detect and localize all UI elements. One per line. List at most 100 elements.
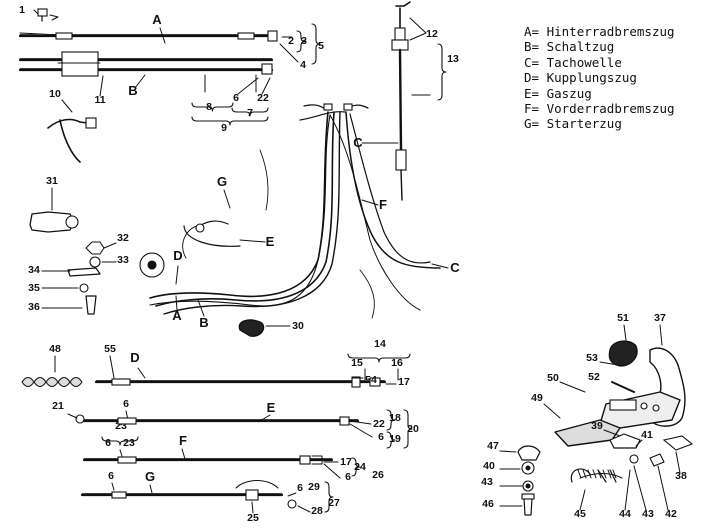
bracket-brace <box>324 481 334 513</box>
legend-key: G <box>524 116 532 132</box>
callout-number: 1 <box>19 4 25 16</box>
leader-line-g-bracket <box>235 480 279 489</box>
bracket-brace <box>437 43 447 101</box>
callout-number: 46 <box>482 498 494 510</box>
leader-line <box>259 414 271 422</box>
spring-coil <box>592 469 597 479</box>
callout-number: 14 <box>374 338 386 350</box>
bracket-brace <box>403 409 413 449</box>
cable-letter: B <box>128 83 137 98</box>
legend-item-c: C= Tachowelle <box>524 54 622 70</box>
leader-line <box>33 9 39 15</box>
leader-line <box>149 484 153 494</box>
spring-coil <box>587 469 592 479</box>
callout-number: 33 <box>117 254 129 266</box>
leader-line <box>409 32 427 41</box>
leader-line <box>499 450 517 453</box>
cable-a-strand <box>19 32 61 36</box>
callout-number: 44 <box>619 508 631 520</box>
cable-c-run <box>345 111 441 269</box>
cable-letter: E <box>267 400 276 415</box>
callout-number: 5 <box>318 40 324 52</box>
leader-line <box>119 449 123 457</box>
bracket-brace <box>311 23 321 65</box>
callout-number: 6 <box>297 482 303 494</box>
leader-line <box>579 489 586 511</box>
callout-number: 48 <box>49 343 61 355</box>
leader-line <box>99 75 104 97</box>
callout-number: 18 <box>389 412 401 424</box>
cable-letter: G <box>217 174 227 189</box>
plug-part-36 <box>85 295 97 315</box>
adjuster-part-25 <box>245 489 259 501</box>
starter-pivot <box>195 223 205 233</box>
leader-line <box>61 99 73 113</box>
callout-number: 30 <box>292 320 304 332</box>
boot-part-48 <box>21 376 83 388</box>
rubber-part-51 <box>608 340 638 367</box>
leader-line <box>323 463 341 479</box>
callout-number: 6 <box>108 470 114 482</box>
callout-number: 23 <box>115 420 127 432</box>
callout-number: 10 <box>49 88 61 100</box>
callout-number: 29 <box>308 481 320 493</box>
callout-number: 6 <box>345 471 351 483</box>
callout-number: 20 <box>407 423 419 435</box>
bracket-brace <box>296 30 306 53</box>
callout-number: 15 <box>351 357 363 369</box>
lever-part-34 <box>67 267 101 277</box>
cable-letter: D <box>130 350 139 365</box>
washer-part-33 <box>89 256 101 268</box>
cable-legend: A= Hinterradbremszug B= Schaltzug C= Tac… <box>524 24 675 132</box>
callout-number: 22 <box>257 92 269 104</box>
engine-outline <box>359 269 375 319</box>
speedo-drive-part-12 <box>395 1 411 31</box>
callout-number: 49 <box>531 392 543 404</box>
clevis-f <box>311 455 323 465</box>
callout-number: 45 <box>574 508 586 520</box>
cable-letter: F <box>379 197 387 212</box>
callout-number: 55 <box>104 343 116 355</box>
leader-line <box>239 239 266 243</box>
legend-text: Gaszug <box>546 85 592 101</box>
nut-part-16 <box>369 377 381 387</box>
cable-letter: G <box>145 469 155 484</box>
callout-number: 52 <box>588 371 600 383</box>
cable-bundle-3 <box>163 111 341 315</box>
cable-e-run <box>183 225 241 247</box>
leader-line <box>103 242 117 249</box>
cable-e-ferrule <box>117 417 137 425</box>
adjuster-f <box>299 455 311 465</box>
callout-number: 43 <box>642 508 654 520</box>
legend-key: A <box>524 24 532 39</box>
bracket-brace <box>386 431 396 449</box>
legend-item-f: F= Vorderradbremszug <box>524 101 675 117</box>
cable-a-ferrule-left <box>55 32 73 40</box>
cable-letter: A <box>172 308 182 323</box>
nut-part-28 <box>287 499 297 509</box>
gear-selector-hub <box>147 260 157 270</box>
speedo-nut <box>391 39 409 51</box>
callout-number: 6 <box>378 431 384 443</box>
callout-number: 27 <box>328 497 340 509</box>
handlebar-bend <box>299 111 346 121</box>
callout-number: 37 <box>654 312 666 324</box>
nut-part-32 <box>85 241 105 255</box>
bolt-head <box>65 215 79 229</box>
callout-number: 35 <box>28 282 40 294</box>
callout-number: 43 <box>481 476 493 488</box>
callout-number: 39 <box>591 420 603 432</box>
leader-line <box>175 295 178 311</box>
cable-f-run <box>349 113 431 264</box>
legend-item-d: D= Kupplungszug <box>524 70 637 86</box>
cable-letter: C <box>353 135 363 150</box>
frame-outline <box>149 114 331 307</box>
clip-part-42 <box>649 453 665 467</box>
leader-line <box>543 403 561 419</box>
cable-a-ferrule-right <box>237 32 255 40</box>
cable-letter: F <box>179 433 187 448</box>
adjuster-e <box>339 416 350 426</box>
handlebar-cable-ends <box>303 104 369 111</box>
callout-number: 31 <box>46 175 58 187</box>
